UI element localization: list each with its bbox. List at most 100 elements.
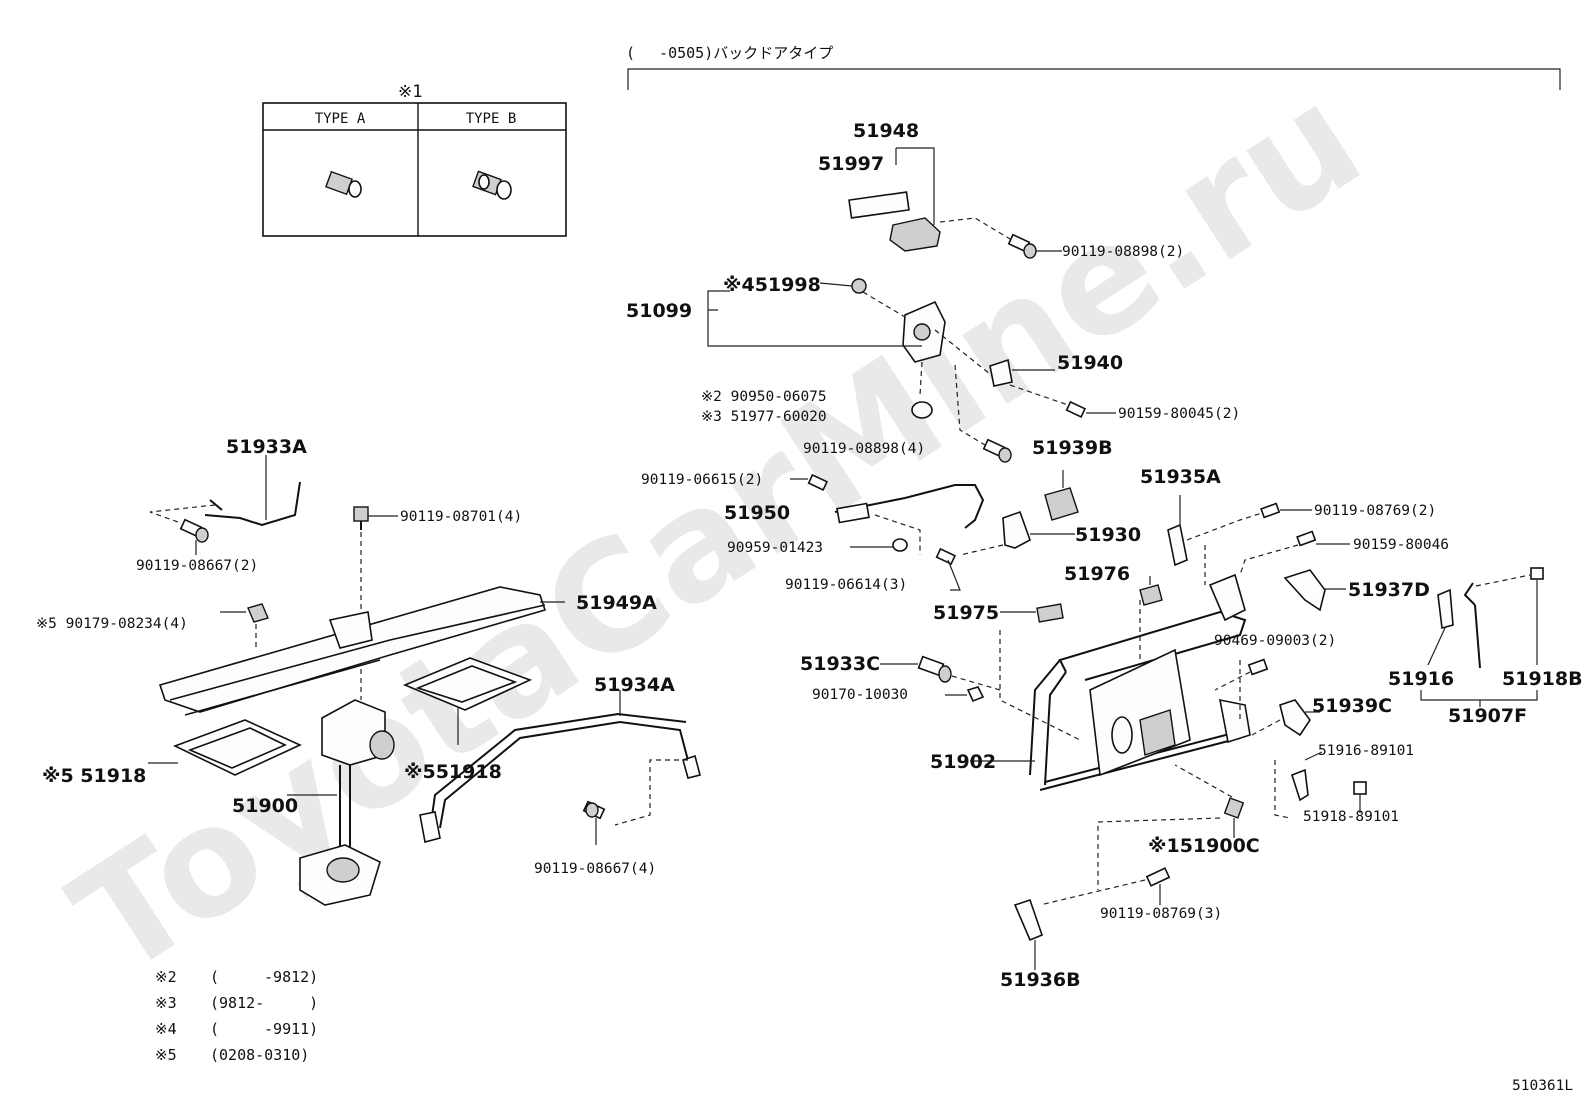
cap-51918B <box>1530 567 1544 580</box>
hose-51916-89101 <box>1291 768 1309 802</box>
rod-51934A <box>419 690 701 843</box>
label-90119-08769-2: 90119-08769(2) <box>1314 503 1436 519</box>
carrier-51902 <box>970 573 1251 791</box>
label-51900C: ※151900C <box>1148 835 1260 857</box>
label-51977-60020: ※3 51977-60020 <box>701 409 827 425</box>
label-51934A: 51934A <box>594 674 675 696</box>
part-51939C <box>1279 699 1311 737</box>
label-plate-51997 <box>848 191 910 219</box>
note-3-mark: ※3 <box>155 994 177 1012</box>
bolt-90119-08701 <box>353 506 398 700</box>
label-51933C: 51933C <box>800 653 880 675</box>
label-51918B: 51918B <box>1502 668 1583 690</box>
label-51975: 51975 <box>933 602 999 624</box>
label-51939C: 51939C <box>1312 695 1392 717</box>
pad-51975 <box>1036 603 1064 623</box>
bolt-90159-80046 <box>1239 530 1350 576</box>
label-51918-mid: ※551918 <box>404 761 502 783</box>
variant-title: ( -0505)バックドアタイプ <box>626 44 833 62</box>
bolt-90119-08898-2 <box>1007 233 1062 259</box>
cap-51998 <box>851 278 867 294</box>
label-51918-left: ※5 51918 <box>42 765 146 787</box>
label-51900: 51900 <box>232 795 298 817</box>
nut-90179 <box>220 603 269 650</box>
watermark: ToyotaCarMine.ru <box>45 52 1391 1010</box>
label-51907F: 51907F <box>1448 705 1527 727</box>
bolt-90119-08667-4 <box>582 800 606 845</box>
label-90119-08667-2: 90119-08667(2) <box>136 558 258 574</box>
nut-51900C <box>1097 764 1245 890</box>
label-51976: 51976 <box>1064 563 1130 585</box>
label-90179-08234: ※5 90179-08234(4) <box>36 616 188 632</box>
lock-51930 <box>935 510 1075 591</box>
note-2-mark: ※2 <box>155 968 177 986</box>
label-51940: 51940 <box>1057 352 1123 374</box>
label-51937D: 51937D <box>1348 579 1430 601</box>
label-51936B: 51936B <box>1000 969 1081 991</box>
note-5-mark: ※5 <box>155 1046 177 1064</box>
bracket-51935A <box>1167 523 1188 567</box>
label-90950-06075: ※2 90950-06075 <box>701 389 827 405</box>
type-table: ※1 TYPE A TYPE B <box>262 82 567 237</box>
cap-51918-89101 <box>1353 781 1367 795</box>
drawing-code: 510361L <box>1512 1078 1573 1094</box>
bolt-90119-08667-2 <box>179 518 209 555</box>
cushion-51939B <box>1044 487 1079 521</box>
type-a-header: TYPE A <box>315 111 366 127</box>
label-90119-06614: 90119-06614(3) <box>785 577 907 593</box>
plug-90950 <box>911 401 933 419</box>
bolt-90119-08769-3 <box>1039 867 1171 906</box>
rod-51933A <box>149 455 301 527</box>
part-51937D <box>1283 569 1326 612</box>
type-b-nut-icon <box>472 170 512 200</box>
label-51916: 51916 <box>1388 668 1454 690</box>
label-90170-10030: 90170-10030 <box>812 687 908 703</box>
cable-51950 <box>790 473 985 555</box>
label-90159-80046: 90159-80046 <box>1353 537 1449 553</box>
note-4-mark: ※4 <box>155 1020 177 1038</box>
label-90159-80045: 90159-80045(2) <box>1118 406 1240 422</box>
label-51950: 51950 <box>724 502 790 524</box>
label-51935A: 51935A <box>1140 466 1221 488</box>
note-3-range: (9812- ) <box>210 994 318 1012</box>
label-51933A: 51933A <box>226 436 307 458</box>
label-90119-08701: 90119-08701(4) <box>400 509 522 525</box>
part-51940 <box>989 358 1069 406</box>
bolt-90159-80045 <box>1065 400 1116 418</box>
label-90119-08898-2: 90119-08898(2) <box>1062 244 1184 260</box>
note-4-range: ( -9911) <box>210 1020 318 1038</box>
part-51948-bracket <box>848 147 1021 252</box>
hose-51907F <box>1420 567 1544 707</box>
bolt-51933C <box>880 655 1001 691</box>
variant-bracket <box>627 68 1561 90</box>
bolt-90119-08898-4 <box>982 438 1012 463</box>
label-90959-01423: 90959-01423 <box>727 540 823 556</box>
label-51099: 51099 <box>626 300 692 322</box>
label-51930: 51930 <box>1075 524 1141 546</box>
type-table-marker: ※1 <box>398 82 422 102</box>
bracket-51936B <box>1013 898 1043 942</box>
clip-90959 <box>892 538 908 552</box>
footnotes: ※2 ( -9812) ※3 (9812- ) ※4 ( -9911) ※5 (… <box>155 968 318 1064</box>
bolt-90119-08769-2 <box>1260 502 1312 519</box>
type-a-nut-icon <box>325 170 362 198</box>
note-2-range: ( -9812) <box>210 968 318 986</box>
carrier-51900 <box>287 699 395 906</box>
label-90119-08769-3: 90119-08769(3) <box>1100 906 1222 922</box>
label-90119-08898-4: 90119-08898(4) <box>803 441 925 457</box>
label-51918-89101: 51918-89101 <box>1303 809 1399 825</box>
label-51902: 51902 <box>930 751 996 773</box>
crossmember-51949A <box>158 586 565 716</box>
type-b-header: TYPE B <box>466 111 517 127</box>
nut-90170 <box>966 686 985 703</box>
label-51997: 51997 <box>818 153 884 175</box>
bolt-90119-06615 <box>807 473 829 491</box>
label-90119-08667-4: 90119-08667(4) <box>534 861 656 877</box>
label-90119-06615: 90119-06615(2) <box>641 472 763 488</box>
clip-90469 <box>1247 658 1269 676</box>
label-51998: ※451998 <box>723 274 821 296</box>
label-90469-09003: 90469-09003(2) <box>1214 633 1336 649</box>
part-51099-plate <box>707 278 996 446</box>
